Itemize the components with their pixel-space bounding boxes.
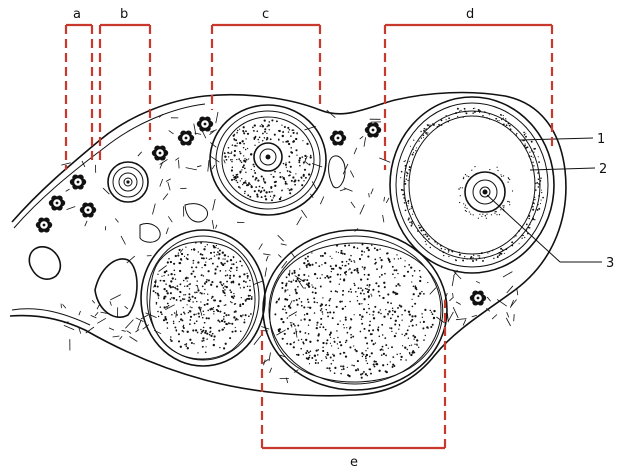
bracket-b <box>100 25 150 165</box>
label-e: e <box>350 455 358 470</box>
primordial-follicle <box>70 175 86 190</box>
callout-1: 1 <box>597 132 605 147</box>
primary-follicle <box>108 162 148 202</box>
primordial-follicle <box>197 117 213 132</box>
primordial-follicle <box>49 196 65 211</box>
secondary-follicle <box>210 105 326 215</box>
corpus-body-right <box>263 230 447 390</box>
primordial-follicle <box>330 131 346 146</box>
leader-2 <box>530 168 595 170</box>
primordial-follicle <box>36 218 52 233</box>
callout-3: 3 <box>606 256 614 271</box>
primordial-follicle <box>178 131 194 146</box>
primordial-follicle <box>470 291 486 306</box>
primordial-follicle <box>152 146 168 161</box>
primordial-follicle <box>80 203 96 218</box>
callout-leaders <box>487 138 602 262</box>
corpus-body-left <box>141 230 265 366</box>
label-b: b <box>120 7 128 22</box>
leader-3 <box>487 195 560 262</box>
bracket-a <box>66 25 92 170</box>
callout-2: 2 <box>599 162 607 177</box>
stroma-texture <box>61 110 518 383</box>
label-c: c <box>262 7 269 22</box>
bracket-e <box>262 300 445 448</box>
label-d: d <box>466 7 474 22</box>
primordial-follicle <box>365 123 381 138</box>
label-a: a <box>73 7 81 22</box>
ovary-outline <box>10 93 566 396</box>
mature-follicle <box>390 97 554 273</box>
